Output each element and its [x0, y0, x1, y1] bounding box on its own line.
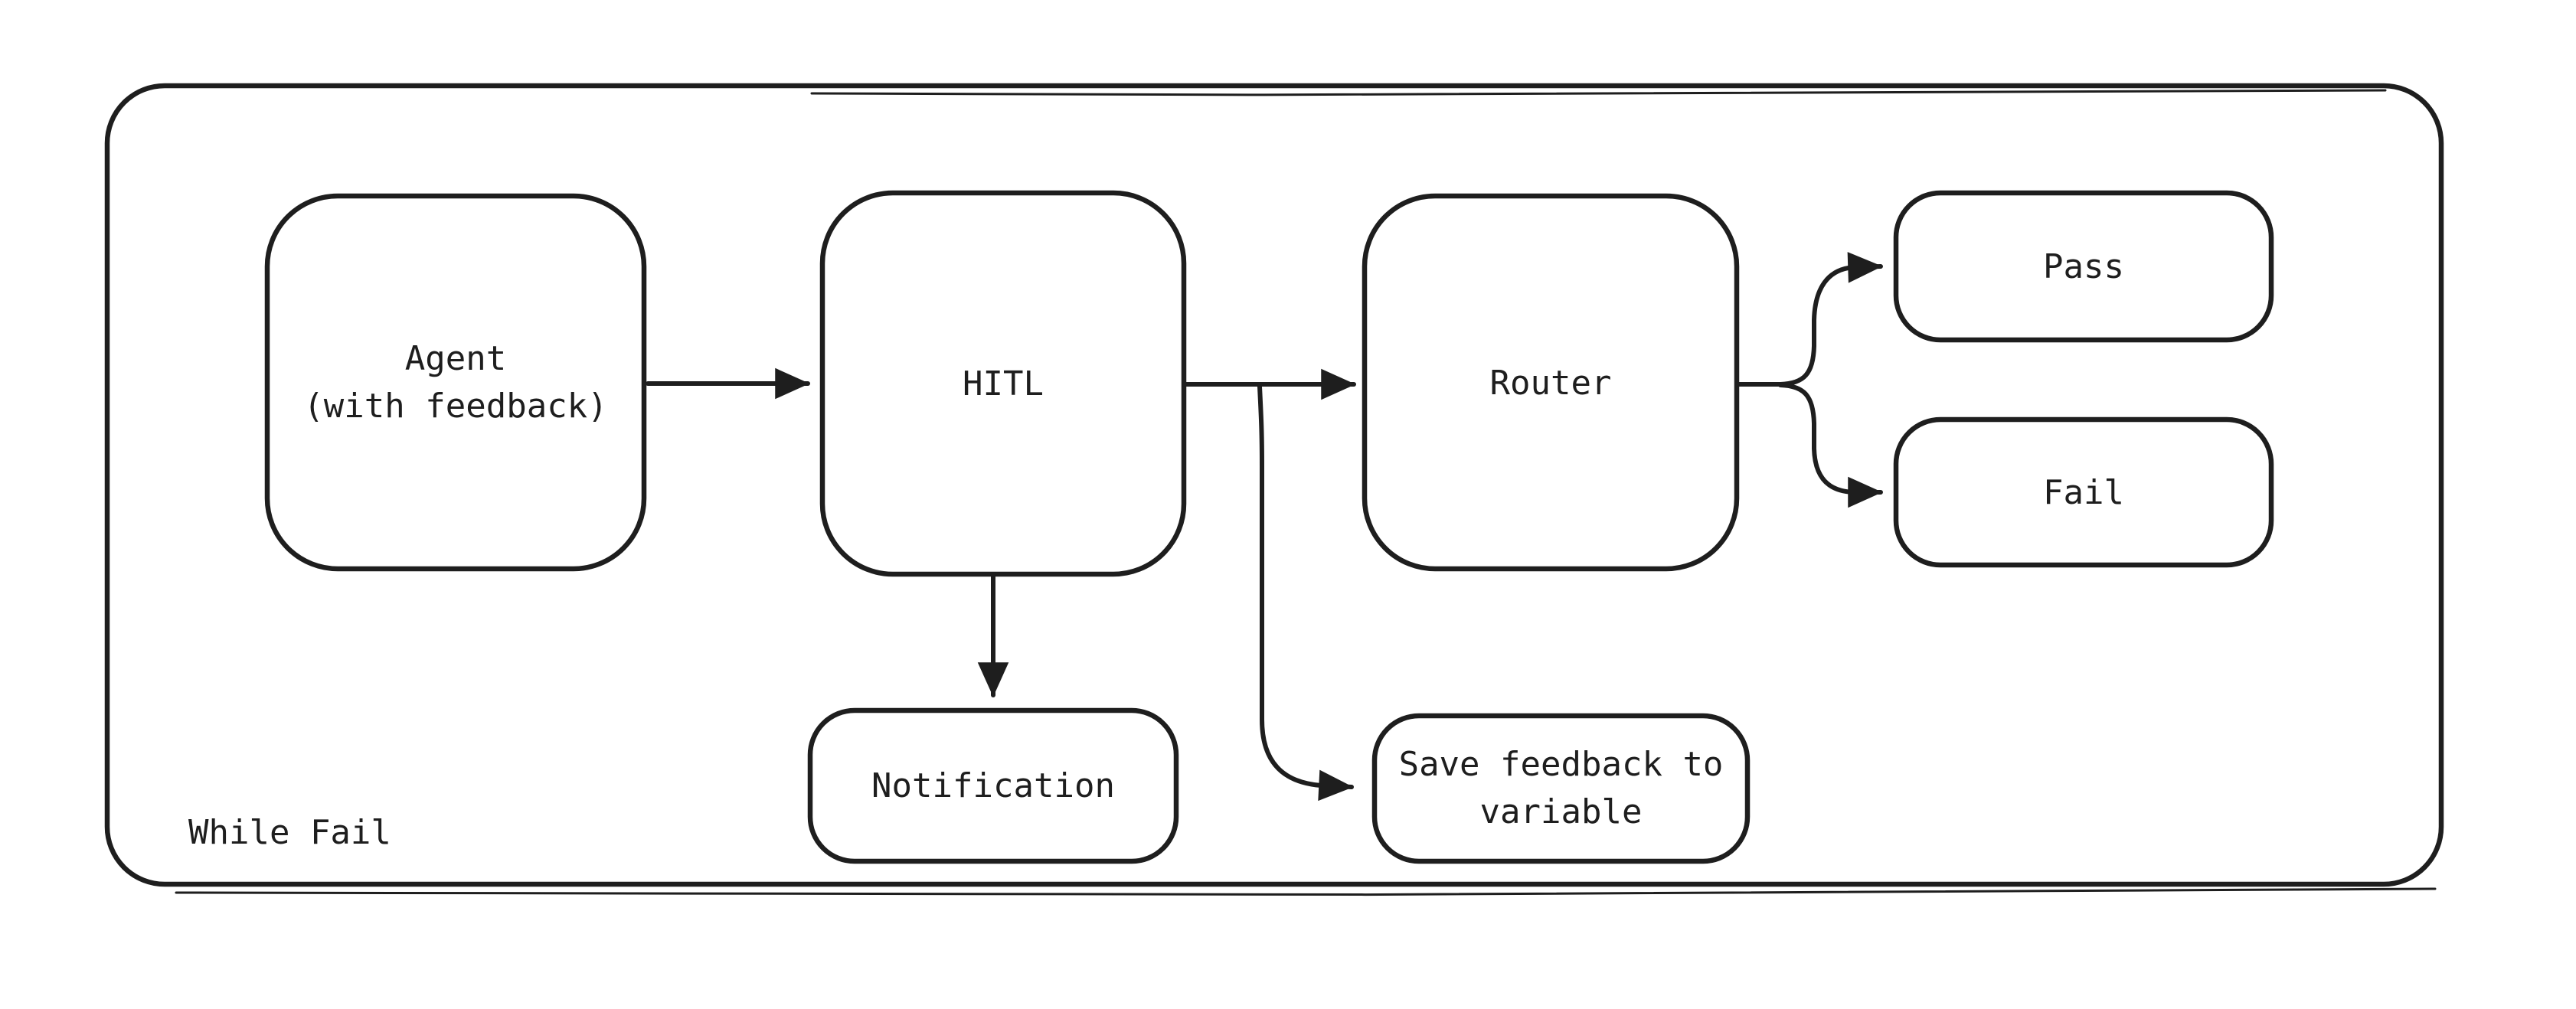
node-pass[interactable]: [1893, 190, 2274, 343]
container-top-sketch-line: [810, 89, 2387, 96]
container-bottom-sketch-line: [175, 887, 2437, 896]
node-agent[interactable]: [264, 193, 647, 572]
edge-hitl-to-save-feedback[interactable]: [1257, 384, 1354, 802]
edge-router-to-fail[interactable]: [1778, 383, 1883, 508]
edge-router-to-pass[interactable]: [1737, 252, 1883, 387]
node-fail[interactable]: [1893, 416, 2274, 568]
node-notification[interactable]: [807, 707, 1179, 864]
while-fail-container[interactable]: [104, 83, 2444, 887]
node-hitl[interactable]: [819, 190, 1187, 577]
node-save-feedback[interactable]: [1371, 713, 1751, 864]
node-router[interactable]: [1362, 193, 1740, 572]
